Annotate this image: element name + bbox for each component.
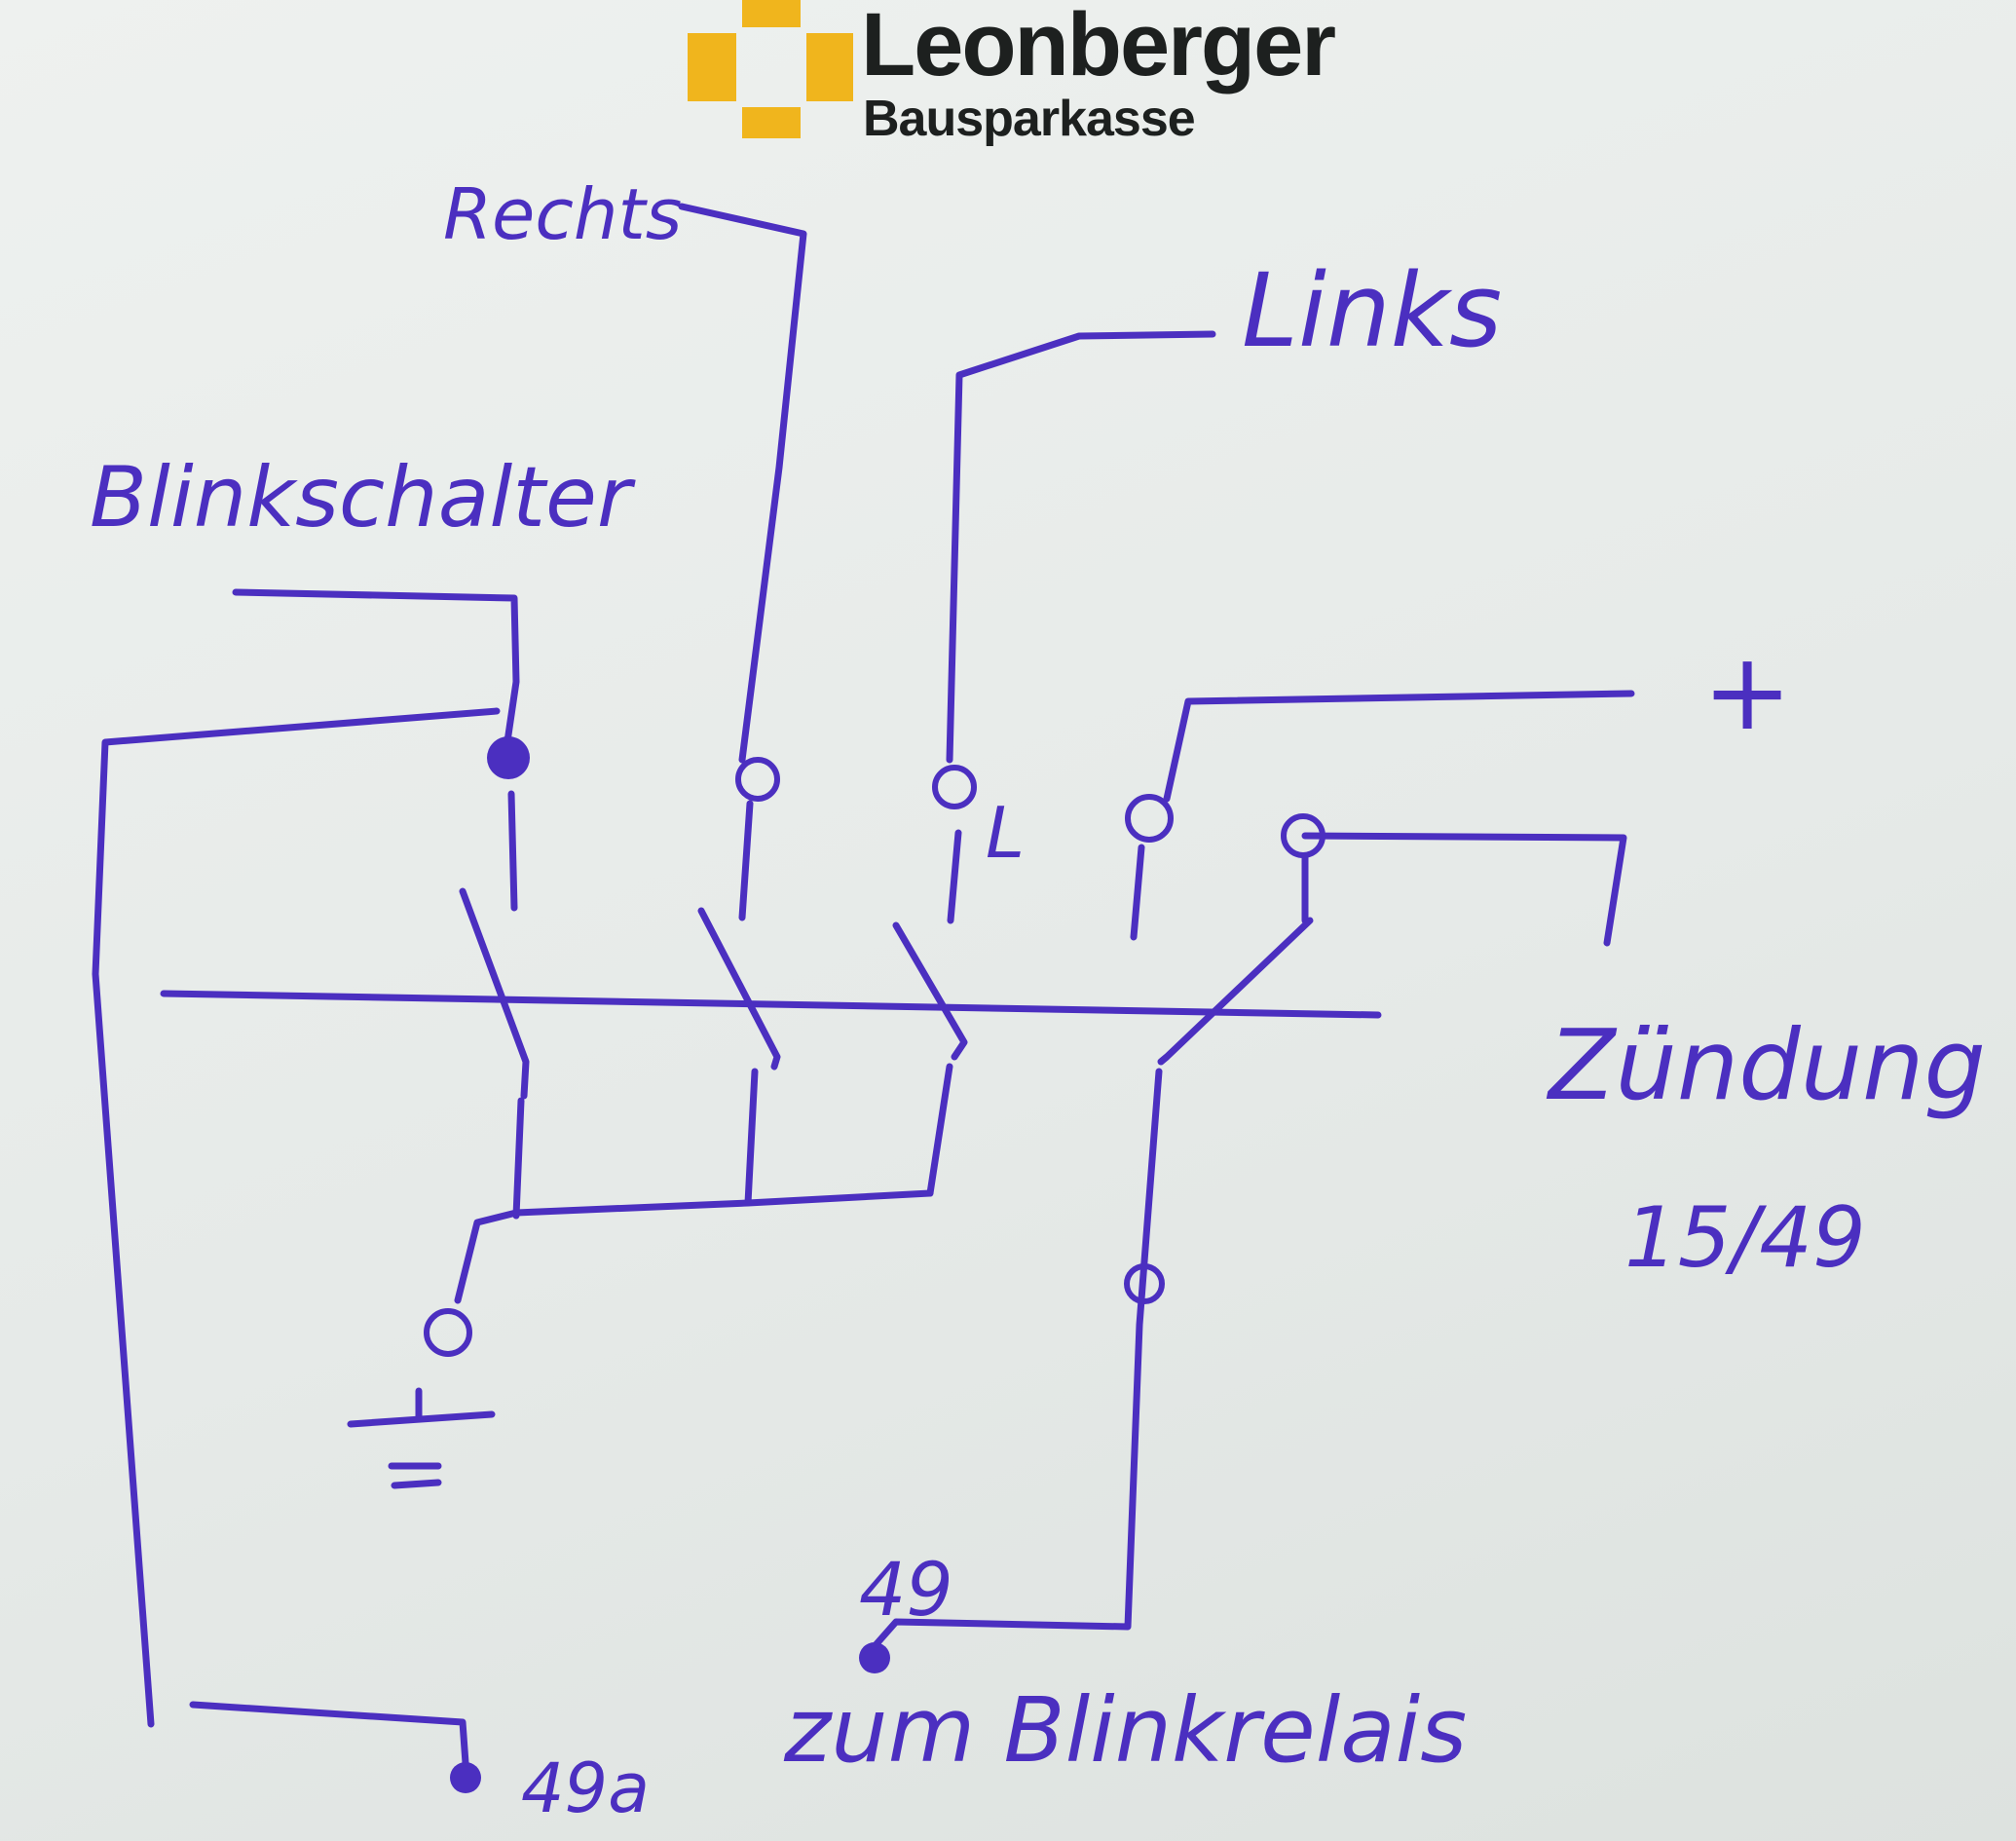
label-links: Links [1242,251,1502,370]
terminal-ground [424,1308,472,1357]
lead-links [926,1063,953,1197]
lead-1 [512,1097,525,1220]
label-49a: 49a [521,1748,650,1828]
logo-title: Leonberger [861,0,1336,94]
wire-common-ground [454,1189,934,1304]
wire-blinkschalter [232,588,520,752]
stub-plus [1130,844,1145,941]
terminal-rechts [735,757,780,802]
label-blinkschalter: Blinkschalter [90,449,636,546]
stub-rechts [738,800,754,921]
logo-subtitle: Bausparkasse [863,91,1196,147]
stub-1 [507,790,518,912]
wire-49a-left [92,707,501,1728]
label-rechts: Rechts [443,173,682,255]
ground-bar-3 [391,1479,442,1489]
switch-blade-1 [459,887,530,1100]
switch-blade-links [892,921,968,1061]
logo-mark-icon [688,0,853,138]
terminal-1 [487,736,530,779]
terminal-49a [450,1762,481,1793]
label-15-49: 15/49 [1624,1189,1866,1287]
switch-blade-zundung [1157,917,1314,1066]
label-zum-blinkrelais: zum Blinkrelais [783,1678,1467,1783]
switch-actuator-bar [160,990,1382,1019]
wire-plus [1163,690,1635,803]
leonberger-logo: Leonberger Bausparkasse [688,0,1428,146]
wire-49 [871,1068,1163,1650]
ground-bar-1 [347,1410,496,1428]
label-l-mark: L [986,792,1025,874]
label-49: 49 [859,1546,953,1633]
wire-links [946,330,1216,764]
wire-zundung [1301,832,1627,947]
terminal-links [932,765,977,809]
stub-links [947,829,962,924]
wire-49a-bottom [189,1701,469,1767]
terminal-plus [1125,794,1174,843]
terminal-49 [859,1642,890,1673]
label-plus: + [1702,629,1792,754]
switch-blade-rechts [697,907,781,1071]
wire-rechts [678,203,807,764]
label-zundung: Zündung [1546,1008,1986,1122]
lead-rechts [744,1068,759,1207]
